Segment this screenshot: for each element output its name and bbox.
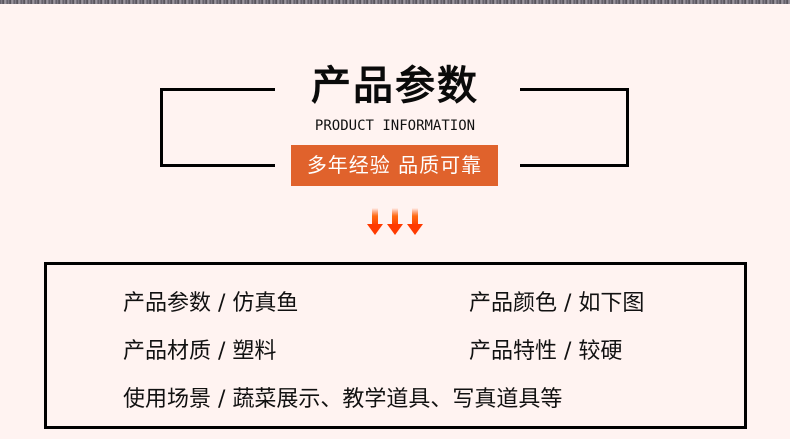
info-product-type: 产品参数 / 仿真鱼 (123, 291, 299, 316)
section-title: 产品参数 (311, 63, 479, 109)
right-title-bracket (520, 88, 629, 167)
arrow-down-icon (407, 208, 423, 235)
quality-badge: 多年经验 品质可靠 (291, 145, 498, 186)
info-product-feature: 产品特性 / 较硬 (469, 339, 623, 364)
left-title-bracket (160, 88, 275, 167)
info-product-material: 产品材质 / 塑料 (123, 339, 277, 364)
arrow-down-icon (367, 208, 383, 235)
product-info-box: 产品参数 / 仿真鱼 产品颜色 / 如下图 产品材质 / 塑料 产品特性 / 较… (44, 262, 747, 429)
arrow-down-icon (387, 208, 403, 235)
info-usage-scenario: 使用场景 / 蔬菜展示、教学道具、写真道具等 (123, 387, 563, 412)
top-texture-strip (0, 0, 790, 4)
info-product-color: 产品颜色 / 如下图 (469, 291, 645, 316)
down-arrows (367, 208, 427, 240)
section-subtitle: PRODUCT INFORMATION (314, 118, 476, 134)
